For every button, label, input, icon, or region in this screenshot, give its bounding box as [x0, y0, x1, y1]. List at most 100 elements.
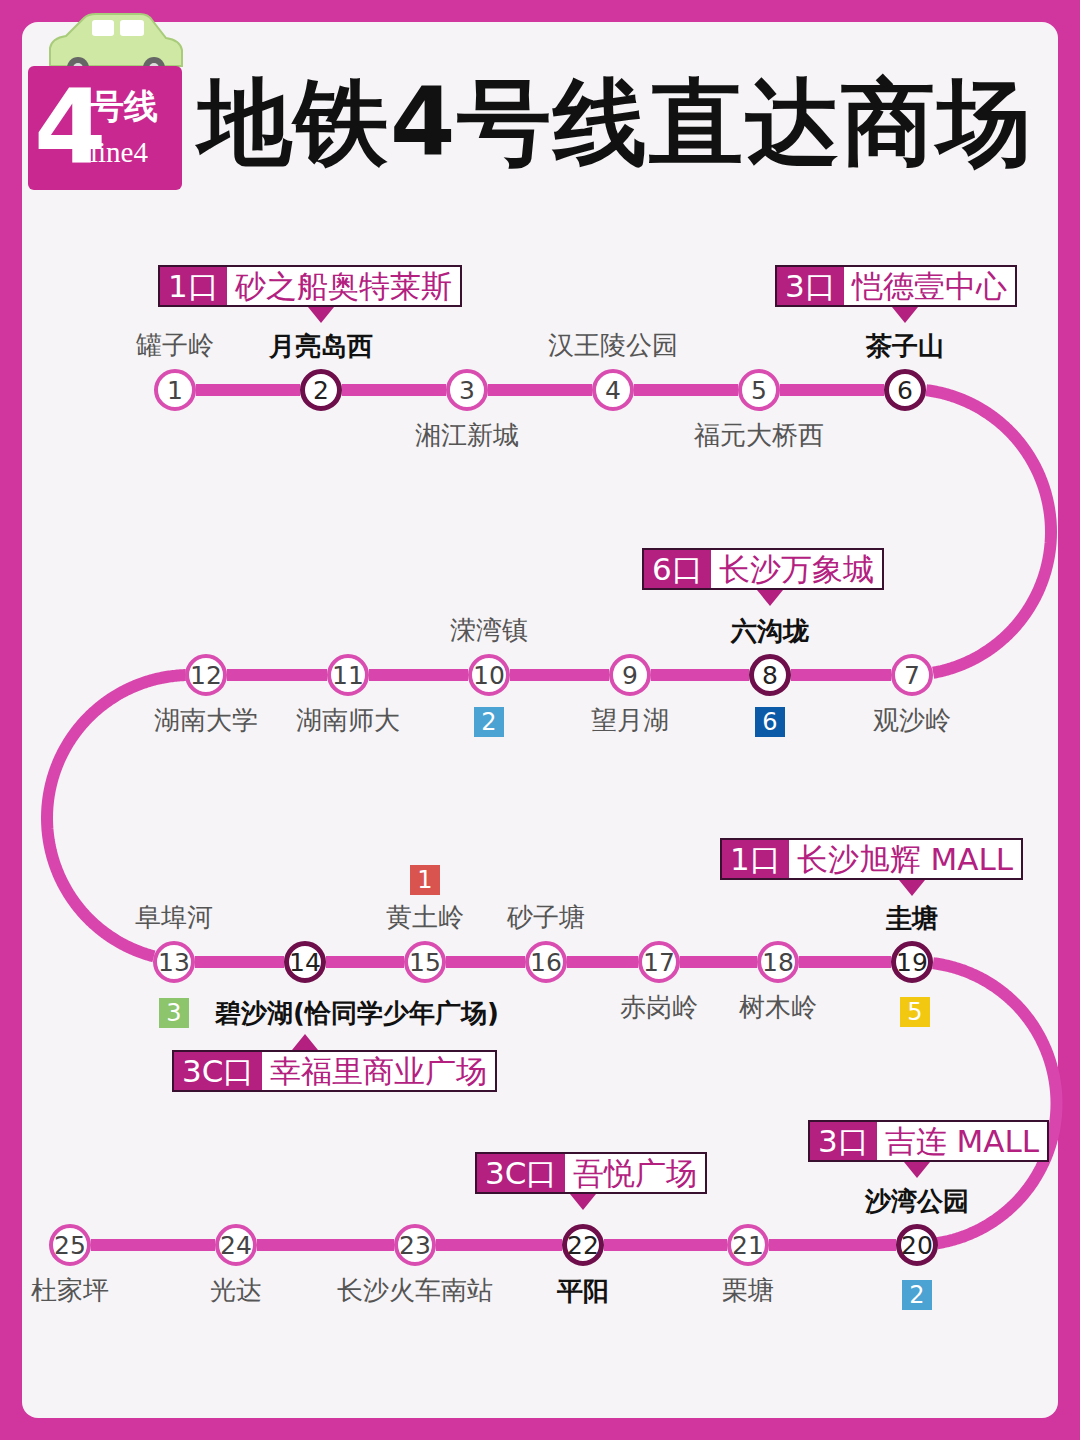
mall-name: 幸福里商业广场 [262, 1052, 495, 1090]
station-name: 树木岭 [739, 992, 817, 1022]
station-number: 23 [399, 1233, 431, 1258]
station-number: 12 [190, 663, 222, 688]
station-name-holder: 砂子塘 [507, 902, 585, 932]
station-name: 阜埠河 [135, 902, 213, 932]
callout-pointer [757, 590, 783, 606]
station-circle: 5福元大桥西 [738, 369, 780, 411]
metro-line-segment [780, 384, 884, 396]
mall-name: 长沙旭辉 MALL [789, 840, 1021, 878]
metro-line-segment [227, 669, 327, 681]
mall-callout: 3C口吾悦广场 [475, 1152, 707, 1194]
station-circle: 22平阳 [562, 1224, 604, 1266]
station-name-holder: 湖南师大 [296, 705, 400, 735]
station-circle: 11湖南师大 [327, 654, 369, 696]
station-number: 20 [901, 1233, 933, 1258]
station-circle: 14碧沙湖(恰同学少年广场) [284, 941, 326, 983]
mall-name: 恺德壹中心 [844, 267, 1015, 305]
station-circle: 15黄土岭 [404, 941, 446, 983]
title: 地铁4号线直达商场 [198, 68, 1033, 178]
station-number: 16 [530, 950, 562, 975]
exit-label: 6口 [644, 550, 711, 588]
exit-label: 3口 [810, 1122, 877, 1160]
callout-pointer [570, 1194, 596, 1210]
station-name: 黄土岭 [386, 902, 464, 932]
station-name: 六沟垅 [731, 616, 809, 646]
metro-line-segment [369, 669, 468, 681]
station-name-holder: 光达 [210, 1275, 262, 1305]
station-name: 溁湾镇 [450, 615, 528, 645]
transfer-line-number: 2 [481, 710, 496, 734]
station-circle: 17赤岗岭 [638, 941, 680, 983]
station-name-holder: 栗塘 [722, 1275, 774, 1305]
station-circle: 23长沙火车南站 [394, 1224, 436, 1266]
station-number: 24 [220, 1233, 252, 1258]
station-number: 8 [762, 663, 778, 688]
station-circle: 16砂子塘 [525, 941, 567, 983]
station-number: 3 [459, 378, 475, 403]
exit-label: 1口 [722, 840, 789, 878]
station-name: 沙湾公园 [865, 1186, 969, 1216]
station-circle: 24光达 [215, 1224, 257, 1266]
transfer-line-badge: 3 [159, 998, 189, 1028]
station-number: 9 [622, 663, 638, 688]
station-number: 11 [332, 663, 364, 688]
mall-callout: 1口长沙旭辉 MALL [720, 838, 1023, 880]
transfer-line-number: 3 [166, 1001, 181, 1025]
station-name: 观沙岭 [873, 705, 951, 735]
metro-line-segment [257, 1239, 394, 1251]
pointer-shape [904, 1162, 930, 1178]
callout-pointer [308, 307, 334, 323]
pointer-shape [899, 880, 925, 896]
station-circle: 21栗塘 [727, 1224, 769, 1266]
metro-line-segment [195, 956, 284, 968]
station-name: 长沙火车南站 [337, 1275, 493, 1305]
station-name: 茶子山 [866, 331, 944, 361]
station-name: 平阳 [557, 1276, 609, 1306]
metro-line-segment [196, 384, 300, 396]
metro-line-segment [680, 956, 757, 968]
station-number: 4 [605, 378, 621, 403]
station-name: 赤岗岭 [620, 992, 698, 1022]
station-name: 碧沙湖(恰同学少年广场) [215, 998, 499, 1028]
station-name-holder: 阜埠河 [135, 902, 213, 932]
station-name-holder: 六沟垅 [731, 616, 809, 646]
station-name: 杜家坪 [31, 1275, 109, 1305]
station-number: 1 [167, 378, 183, 403]
pointer-shape [757, 590, 783, 606]
station-circle: 2月亮岛西 [300, 369, 342, 411]
station-name-holder: 湘江新城 [415, 420, 519, 450]
station-name-holder: 碧沙湖(恰同学少年广场) [215, 998, 499, 1028]
transfer-line-number: 2 [909, 1283, 924, 1307]
mall-callout: 3口恺德壹中心 [775, 265, 1017, 307]
callout-pointer [904, 1162, 930, 1178]
metro-line-segment [799, 956, 891, 968]
station-circle: 3湘江新城 [446, 369, 488, 411]
station-name: 月亮岛西 [269, 331, 373, 361]
pointer-shape [308, 307, 334, 323]
station-name: 砂子塘 [507, 902, 585, 932]
exit-label: 3C口 [477, 1154, 565, 1192]
station-name-holder: 平阳 [557, 1276, 609, 1306]
station-number: 14 [289, 950, 321, 975]
station-name: 湖南大学 [154, 705, 258, 735]
metro-line-segment [926, 390, 1051, 673]
exit-label: 3C口 [174, 1052, 262, 1090]
transfer-line-badge: 1 [410, 865, 440, 895]
station-number: 18 [762, 950, 794, 975]
station-number: 10 [473, 663, 505, 688]
station-number: 22 [567, 1233, 599, 1258]
station-name-holder: 树木岭 [739, 992, 817, 1022]
transfer-line-badge: 2 [902, 1280, 932, 1310]
callout-pointer [892, 307, 918, 323]
metro-line-segment [326, 956, 404, 968]
station-circle: 19圭塘 [891, 941, 933, 983]
mall-name: 吉连 MALL [877, 1122, 1047, 1160]
metro-line-segment [436, 1239, 562, 1251]
station-number: 19 [896, 950, 928, 975]
station-name-holder: 月亮岛西 [269, 331, 373, 361]
station-name: 望月湖 [591, 705, 669, 735]
exit-label: 1口 [160, 267, 227, 305]
mall-name: 砂之船奥特莱斯 [227, 267, 460, 305]
pointer-shape [892, 307, 918, 323]
